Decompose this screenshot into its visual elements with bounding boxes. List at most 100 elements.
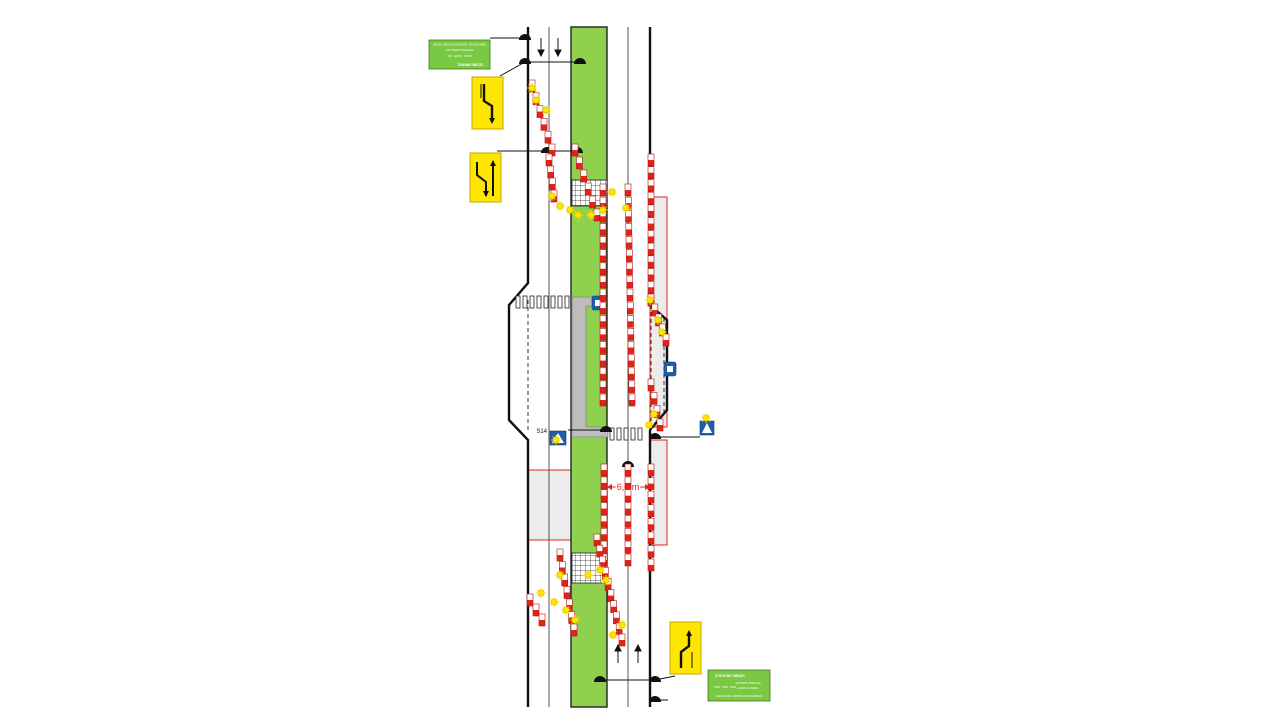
- warning-lamp-icon: [560, 604, 572, 616]
- lamp-group: [526, 82, 712, 641]
- warning-lamp-icon: [585, 209, 597, 221]
- warning-lamp-icon: [526, 82, 538, 94]
- warning-lamp-icon: [594, 564, 606, 576]
- barrier: [596, 544, 604, 558]
- barrier: [626, 301, 634, 315]
- barrier: [547, 165, 555, 179]
- barrier: [526, 593, 534, 607]
- barrier: [618, 633, 626, 647]
- barrier: [599, 555, 606, 569]
- barrier: [647, 166, 655, 179]
- barrier: [625, 236, 633, 249]
- barrier: [600, 463, 608, 477]
- barrier: [647, 378, 655, 392]
- warning-lamp-icon: [700, 412, 712, 424]
- barrier: [544, 130, 552, 144]
- barrier: [650, 391, 658, 405]
- barrier: [563, 586, 571, 599]
- barrier: [589, 195, 596, 209]
- barrier: [599, 275, 607, 289]
- warning-lamp-icon: [620, 202, 632, 214]
- barrier: [599, 301, 607, 315]
- barrier: [647, 153, 655, 167]
- pedestrian-crossing-icon: [699, 420, 715, 436]
- barrier: [647, 280, 655, 294]
- barrier: [610, 600, 618, 614]
- barrier: [647, 230, 655, 243]
- bus-stop-icon: [663, 361, 677, 377]
- barrier: [600, 527, 608, 541]
- barrier: [625, 223, 633, 236]
- barrier: [627, 341, 635, 354]
- barrier: [647, 268, 655, 281]
- barrier: [599, 380, 607, 394]
- barrier: [647, 179, 655, 192]
- barrier: [647, 255, 655, 269]
- bus-stop-code: S14: [536, 429, 547, 435]
- warning-lamp-icon: [569, 614, 581, 626]
- barrier: [627, 314, 634, 328]
- barrier: [624, 489, 632, 503]
- barrier: [647, 204, 655, 218]
- barrier: [532, 603, 540, 617]
- warning-lamp-icon: [535, 587, 547, 599]
- barrier: [647, 517, 655, 531]
- warning-lamp-icon: [643, 419, 655, 431]
- barrier: [584, 182, 592, 196]
- info-panel-bottom: STATIONS VIRANT CANTIERE STRADALE LAVORI…: [707, 669, 771, 702]
- barrier: [647, 504, 655, 518]
- warning-lamp-icon: [540, 104, 552, 116]
- barrier: [625, 249, 633, 262]
- down-arrow-icon: [537, 38, 562, 58]
- warning-lamp-icon: [648, 408, 660, 420]
- barrier: [624, 183, 632, 197]
- barrier: [600, 502, 608, 515]
- barrier: [599, 328, 607, 341]
- barrier: [545, 153, 553, 167]
- barrier: [599, 367, 607, 381]
- barrier: [647, 217, 655, 230]
- barrier: [540, 118, 548, 131]
- barrier: [599, 183, 607, 197]
- warning-lamp-icon: [616, 619, 628, 631]
- barrier: [647, 558, 655, 572]
- barrier: [599, 393, 607, 407]
- barrier: [624, 515, 632, 528]
- warning-lamp-icon: [572, 209, 584, 221]
- barrier: [580, 169, 588, 183]
- barrier: [571, 143, 579, 157]
- barrier: [628, 367, 635, 381]
- barrier: [599, 288, 607, 302]
- barrier: [599, 236, 607, 249]
- info-panel-bottom-line2: LAVORI IN CORSO: [737, 687, 758, 690]
- info-panel-top-line2: CANTIERE STRADALE: [446, 48, 474, 52]
- warning-lamp-icon: [600, 574, 612, 586]
- info-panel-bottom-line1: CANTIERE STRADALE: [735, 682, 761, 685]
- warning-lamp-icon: [656, 326, 668, 338]
- warning-lamp-icon: [548, 596, 560, 608]
- barrier: [538, 613, 546, 627]
- lane-shift-left-icon: [471, 76, 504, 130]
- barrier: [599, 341, 607, 354]
- barrier: [627, 328, 635, 341]
- info-panel-top: SENSO UNICO ALTERNATO · RALLENTARE CANTI…: [428, 39, 491, 70]
- zebra-crossing-left: [515, 295, 570, 309]
- barrier: [647, 545, 655, 558]
- zebra-crossing-right: [609, 427, 643, 441]
- pedestrian-crossing-icon: S14: [536, 429, 567, 446]
- barrier: [593, 533, 601, 547]
- warning-lamp-icon: [530, 94, 542, 106]
- warning-lamp-icon: [644, 294, 656, 306]
- barrier: [600, 476, 608, 490]
- barrier: [628, 380, 636, 394]
- barrier: [599, 354, 607, 367]
- lane-shift-both-icon: [469, 152, 502, 203]
- warning-lamp-icon: [554, 569, 566, 581]
- barrier: [662, 333, 670, 347]
- barrier: [647, 531, 655, 545]
- barrier: [570, 623, 578, 637]
- barrier: [647, 490, 655, 504]
- barrier: [600, 515, 608, 528]
- barrier: [626, 288, 634, 302]
